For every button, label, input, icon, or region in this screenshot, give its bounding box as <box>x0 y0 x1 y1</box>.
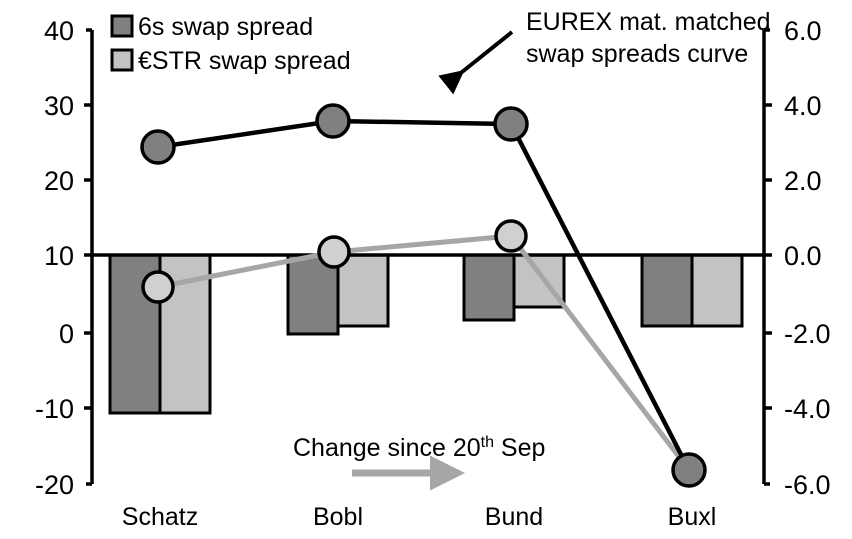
eurex-marker-schatz[interactable] <box>140 129 176 165</box>
bars-group <box>108 253 744 415</box>
legend-label-estr: €STR swap spread <box>138 47 351 75</box>
right-axis-tick-label: 6.0 <box>784 16 822 46</box>
left-axis-tick-label: -10 <box>35 394 74 424</box>
right-axis-tick-label: -6.0 <box>784 470 831 500</box>
bar-6s-buxl[interactable] <box>640 253 694 328</box>
eurex-curve-polyline[interactable] <box>157 118 692 472</box>
eurex-marker-bobl[interactable] <box>315 103 351 139</box>
right-axis-tick-label: -2.0 <box>784 319 831 349</box>
bar-6s-bund[interactable] <box>462 253 516 322</box>
annotation-change-text: Change since 20th Sep <box>293 434 545 462</box>
legend-label-6s: 6s swap spread <box>138 13 313 41</box>
annotation-change-suffix: Sep <box>494 434 545 462</box>
series-change-since-line <box>141 219 691 472</box>
callout-arrow-icon <box>438 30 514 95</box>
category-label-schatz: Schatz <box>122 503 198 531</box>
annotation-eurex-line1: EUREX mat. matched <box>526 8 771 36</box>
series-eurex-curve <box>140 103 707 488</box>
left-axis-tick-label: 30 <box>44 91 74 121</box>
right-axis-tick-label: 4.0 <box>784 91 822 121</box>
change-marker-bund[interactable] <box>494 219 528 253</box>
right-axis-spine <box>762 28 770 486</box>
legend-swatch-6s <box>110 14 134 38</box>
eurex-marker-bund[interactable] <box>493 106 529 142</box>
left-axis-tick-label: 0 <box>59 319 74 349</box>
category-label-bobl: Bobl <box>313 503 363 531</box>
eurex-marker-buxl[interactable] <box>671 452 707 488</box>
category-axis-labels: Schatz Bobl Bund Buxl <box>122 503 717 531</box>
category-label-bund: Bund <box>485 503 543 531</box>
category-label-buxl: Buxl <box>668 503 717 531</box>
left-axis-spine <box>86 28 94 486</box>
left-axis-tick-label: 20 <box>44 166 74 196</box>
left-axis-tick-label: 10 <box>44 241 74 271</box>
right-axis-tick-label: 0.0 <box>784 241 822 271</box>
legend-swatch-estr <box>110 48 134 72</box>
change-marker-bobl[interactable] <box>317 235 351 269</box>
right-axis: 6.0 4.0 2.0 0.0 -2.0 -4.0 -6.0 <box>762 16 831 500</box>
annotation-eurex-line2: swap spreads curve <box>526 40 748 68</box>
bar-estr-bobl[interactable] <box>336 253 390 328</box>
left-axis-tick-label: -20 <box>35 470 74 500</box>
change-marker-schatz[interactable] <box>141 270 175 304</box>
bar-estr-buxl[interactable] <box>690 253 744 328</box>
left-axis-tick-label: 40 <box>44 16 74 46</box>
left-axis: 40 30 20 10 0 -10 -20 <box>35 16 94 500</box>
right-axis-tick-label: -4.0 <box>784 394 831 424</box>
annotation-eurex-curve: EUREX mat. matched swap spreads curve <box>438 8 771 95</box>
change-since-polyline[interactable] <box>157 233 691 472</box>
annotation-change-main: Change since 20 <box>293 434 481 462</box>
annotation-change-sup: th <box>481 434 494 451</box>
legend: 6s swap spread €STR swap spread <box>110 13 351 75</box>
annotation-change-since: Change since 20th Sep <box>293 434 545 491</box>
right-axis-tick-label: 2.0 <box>784 166 822 196</box>
